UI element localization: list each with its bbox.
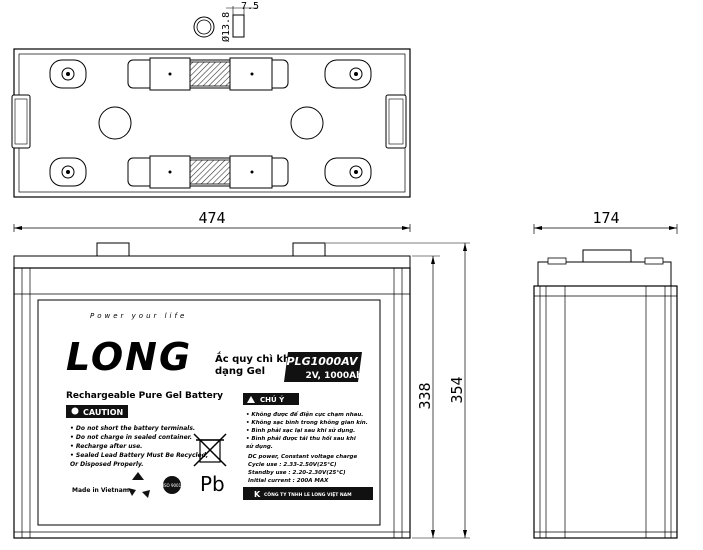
iso-badge: ISO 9001 (163, 476, 182, 494)
terminal-post-right (292, 242, 326, 258)
caution-item: • Do not short the battery terminals. (70, 425, 195, 432)
busbar-bottom (127, 157, 289, 187)
caution-icon (71, 407, 79, 415)
total-height-label: 354 (448, 376, 466, 403)
hatched-bridge-top (189, 61, 231, 87)
length-label: 474 (198, 209, 225, 227)
spec-line: Initial current : 200A MAX (248, 478, 329, 484)
product-vi-line2: dạng Gel (215, 366, 265, 377)
vent-right (290, 106, 324, 140)
model-badge (284, 352, 362, 382)
side-view: 174 (533, 209, 678, 539)
handle-right (385, 94, 407, 149)
terminal-bottom-left (49, 157, 87, 187)
height-dimensions: 338 354 (326, 242, 470, 539)
side-case (533, 285, 678, 539)
side-lid (537, 261, 672, 287)
terminal-detail-circle (193, 16, 215, 38)
brand-logo: LONG (66, 335, 192, 379)
terminal-diameter-label: Ø13.8 (220, 12, 232, 42)
spec-line: DC power, Constant voltage charge (248, 454, 357, 460)
handle-left (11, 94, 31, 149)
model-label: PLG1000AV (287, 355, 359, 368)
spec-line: Standby use : 2.20-2.30V(25°C) (248, 470, 346, 476)
terminal-height-label: 7.5 (241, 1, 259, 12)
chu-y-item: sử dụng. (246, 443, 273, 450)
chu-y-item: • Không sạc bình trong không gian kín. (246, 419, 368, 426)
pb-symbol: Pb (200, 472, 225, 496)
chu-y-item: • Không được để điện cực chạm nhau. (246, 411, 363, 418)
top-view (11, 48, 411, 198)
chu-y-title: CHÚ Ý (260, 395, 285, 404)
caution-title: CAUTION (83, 408, 123, 417)
caution-item: • Sealed Lead Battery Must Be Recycled, (70, 452, 208, 459)
warning-icon (247, 396, 255, 403)
recycle-icon (128, 472, 150, 498)
terminal-top-left (49, 59, 87, 89)
lid (13, 255, 411, 269)
rating-label: 2V, 1000Ah (305, 371, 362, 381)
chu-y-bar (243, 393, 299, 405)
chu-y-item: • Bình phải được tái thu hồi sau khi (246, 435, 356, 442)
terminal-bottom-right (324, 157, 372, 187)
product-vi-line1: Ắc quy chì khô (215, 350, 297, 365)
chu-y-item: • Bình phải sạc lại sau khi sử dụng. (246, 427, 355, 434)
busbar-top (127, 59, 289, 89)
subtitle: Rechargeable Pure Gel Battery (66, 391, 223, 401)
made-in: Made in Vietnam (72, 487, 129, 494)
terminal-top-right (324, 59, 372, 89)
company-bar (243, 487, 373, 500)
caution-item: Or Disposed Properly. (70, 461, 144, 468)
terminal-detail: 7.5 Ø13.8 (193, 1, 259, 42)
terminal-post-left (96, 242, 130, 258)
tagline: Power your life (90, 312, 187, 320)
caution-item: • Recharge after use. (70, 443, 142, 450)
case-height-label: 338 (416, 382, 434, 409)
hatched-bridge-bottom (189, 159, 231, 185)
width-label: 174 (592, 209, 619, 227)
crossed-bin-icon (193, 433, 227, 467)
caution-bar (66, 405, 128, 418)
company-name: CÔNG TY TNHH LE LONG VIỆT NAM (264, 490, 352, 498)
iso-badge-text: ISO 9001 (163, 483, 182, 488)
company-logo-mark: K (254, 490, 261, 499)
product-label: Power your life LONG Ắc quy chì khô dạng… (37, 299, 381, 526)
vent-left (98, 106, 132, 140)
caution-item: • Do not charge in sealed container. (70, 434, 192, 441)
length-dimension: 474 (13, 209, 411, 232)
spec-line: Cycle use : 2.33-2.50V(25°C) (248, 462, 337, 468)
terminal-detail-profile (232, 14, 245, 38)
